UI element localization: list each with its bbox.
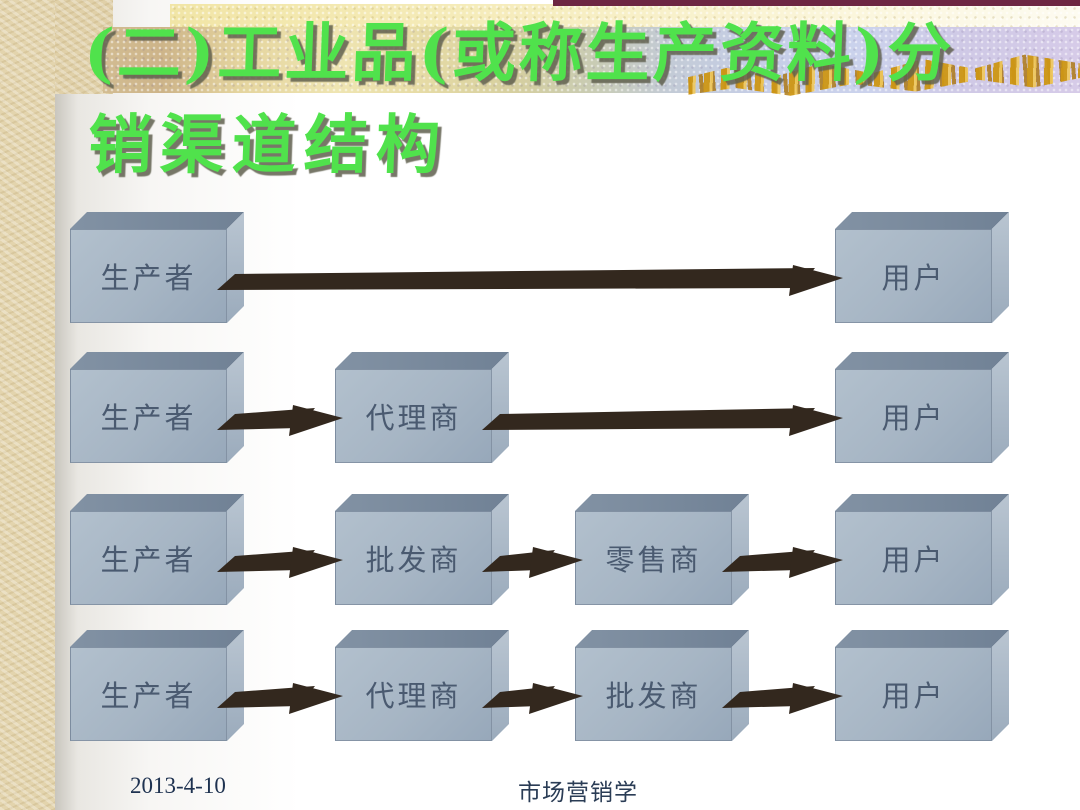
- channel-box-label: 生产者: [100, 261, 197, 295]
- banner-top-strip: [170, 4, 1080, 29]
- channel-box: 生产者: [70, 352, 244, 463]
- channel-box-label: 批发商: [365, 543, 462, 577]
- box-side-face: [227, 212, 244, 323]
- box-front-face: 批发商: [335, 511, 492, 605]
- box-front-face: 代理商: [335, 647, 492, 741]
- box-side-face: [732, 630, 749, 741]
- box-top-face: [70, 352, 244, 369]
- flow-arrow: [217, 405, 343, 436]
- flow-arrow: [217, 265, 843, 296]
- box-side-face: [227, 630, 244, 741]
- box-front-face: 生产者: [70, 229, 227, 323]
- channel-box-label: 生产者: [100, 401, 197, 435]
- box-side-face: [492, 630, 509, 741]
- box-top-face: [70, 494, 244, 511]
- channel-box: 零售商: [575, 494, 749, 605]
- channel-box: 批发商: [335, 494, 509, 605]
- box-side-face: [732, 494, 749, 605]
- box-front-face: 代理商: [335, 369, 492, 463]
- channel-box: 用户: [835, 212, 1009, 323]
- channel-box: 代理商: [335, 630, 509, 741]
- channel-box: 用户: [835, 494, 1009, 605]
- flow-arrow: [722, 683, 843, 714]
- box-side-face: [992, 352, 1009, 463]
- box-top-face: [835, 494, 1009, 511]
- channel-box-label: 代理商: [365, 679, 462, 713]
- box-front-face: 生产者: [70, 647, 227, 741]
- box-front-face: 用户: [835, 511, 992, 605]
- channel-box-label: 批发商: [605, 679, 702, 713]
- channel-box-label: 用户: [881, 543, 946, 577]
- channel-box: 用户: [835, 352, 1009, 463]
- channel-box-label: 用户: [881, 401, 946, 435]
- flow-arrow: [482, 547, 583, 578]
- box-side-face: [992, 494, 1009, 605]
- box-top-face: [335, 630, 509, 647]
- channel-box: 代理商: [335, 352, 509, 463]
- box-top-face: [575, 630, 749, 647]
- box-top-face: [835, 630, 1009, 647]
- channel-box: 生产者: [70, 630, 244, 741]
- channel-box: 用户: [835, 630, 1009, 741]
- channel-box: 生产者: [70, 212, 244, 323]
- box-side-face: [227, 352, 244, 463]
- box-side-face: [227, 494, 244, 605]
- flow-arrow: [722, 547, 843, 578]
- box-front-face: 用户: [835, 647, 992, 741]
- flow-arrow: [217, 547, 343, 578]
- channel-box-label: 零售商: [605, 543, 702, 577]
- flow-arrow: [482, 405, 843, 436]
- box-top-face: [835, 212, 1009, 229]
- box-front-face: 生产者: [70, 369, 227, 463]
- channel-box-label: 代理商: [365, 401, 462, 435]
- box-top-face: [70, 630, 244, 647]
- channel-box: 生产者: [70, 494, 244, 605]
- box-side-face: [992, 212, 1009, 323]
- box-top-face: [70, 212, 244, 229]
- box-front-face: 用户: [835, 229, 992, 323]
- box-front-face: 批发商: [575, 647, 732, 741]
- box-side-face: [492, 494, 509, 605]
- footer-course: 市场营销学: [518, 780, 638, 805]
- flow-arrow: [217, 683, 343, 714]
- channel-box-label: 用户: [881, 261, 946, 295]
- banner-maroon-bar: [553, 0, 1080, 6]
- slide-title-line2: 销渠道结构: [86, 108, 450, 183]
- flow-arrow: [482, 683, 583, 714]
- channel-box-label: 用户: [881, 679, 946, 713]
- box-top-face: [335, 352, 509, 369]
- channel-box-label: 生产者: [100, 679, 197, 713]
- box-top-face: [335, 494, 509, 511]
- box-front-face: 用户: [835, 369, 992, 463]
- box-top-face: [835, 352, 1009, 369]
- box-front-face: 生产者: [70, 511, 227, 605]
- left-texture-strip: [0, 0, 55, 810]
- footer-date: 2013-4-10: [130, 773, 226, 798]
- box-side-face: [492, 352, 509, 463]
- channel-box: 批发商: [575, 630, 749, 741]
- box-side-face: [992, 630, 1009, 741]
- box-top-face: [575, 494, 749, 511]
- box-front-face: 零售商: [575, 511, 732, 605]
- slide-title-line1: (二)工业品(或称生产资料)分: [82, 16, 956, 91]
- channel-box-label: 生产者: [100, 543, 197, 577]
